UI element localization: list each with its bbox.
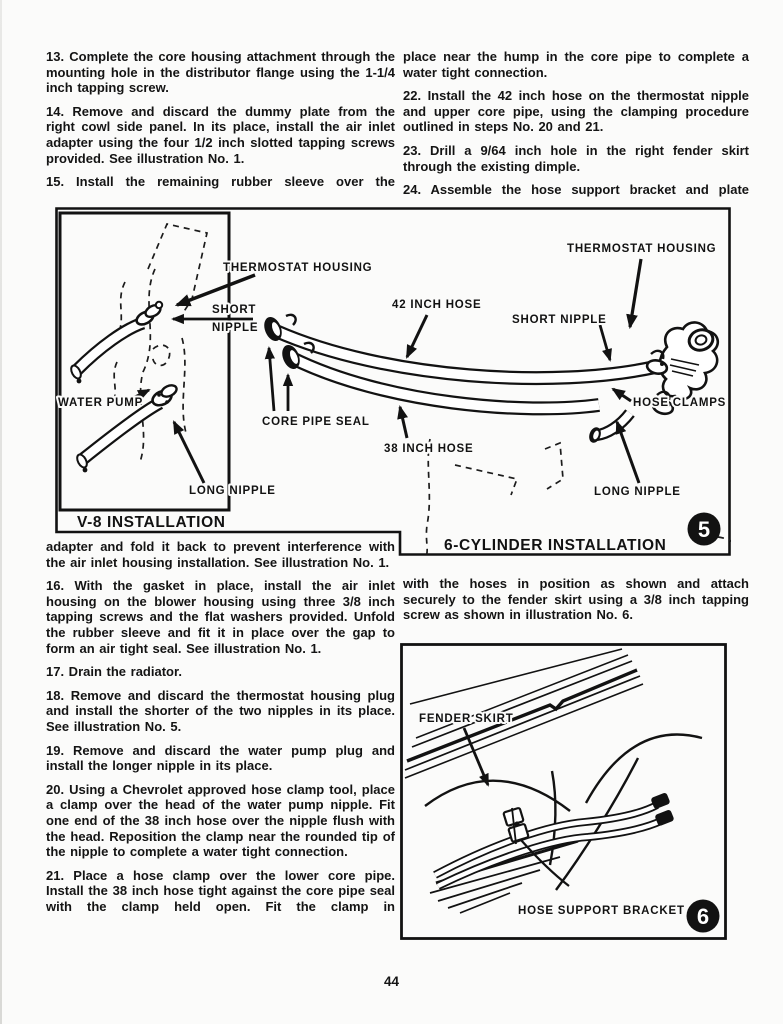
- hose-42-inch: [273, 324, 657, 386]
- step-17: 17. Drain the radiator.: [46, 664, 182, 680]
- v8-label-arrows: [126, 273, 256, 484]
- label-42-inch-hose: 42 INCH HOSE: [392, 299, 481, 311]
- v8-upper-hose: [70, 300, 164, 384]
- label-v8-short: SHORT: [212, 304, 256, 316]
- step-14: 14. Remove and discard the dummy plate f…: [46, 103, 395, 166]
- step-22: 22. Install the 42 inch hose on the ther…: [403, 88, 749, 135]
- label-cyl-thermostat-housing: THERMOSTAT HOUSING: [567, 243, 716, 255]
- step-24: 24. Assemble the hose support bracket an…: [403, 182, 749, 198]
- label-v8-water-pump: WATER PUMP: [58, 397, 143, 409]
- step-21-continued: place near the hump in the core pipe to …: [403, 49, 749, 80]
- page-number: 44: [383, 974, 400, 989]
- upper-hose-clamp: [645, 349, 669, 375]
- core-pipe-seals: [264, 313, 315, 369]
- wheel-arch: [424, 733, 703, 891]
- label-38-inch-hose: 38 INCH HOSE: [384, 443, 473, 455]
- left-column-top: 13. Complete the core housing attachment…: [46, 49, 395, 198]
- scan-edge-shadow: [0, 0, 2, 1024]
- cyl-label-arrows: [264, 258, 643, 484]
- label-cyl-long-nipple: LONG NIPPLE: [594, 486, 681, 498]
- step-21: 21. Place a hose clamp over the lower co…: [46, 867, 395, 914]
- figure-6-border: [400, 643, 727, 940]
- right-column-top: place near the hump in the core pipe to …: [403, 49, 749, 206]
- hose-38-inch: [288, 351, 600, 416]
- caption-6-cylinder-installation: 6-CYLINDER INSTALLATION: [444, 537, 666, 554]
- figure-5-drawing: THERMOSTAT HOUSING SHORT NIPPLE WATER PU…: [55, 207, 758, 751]
- step-16: 16. With the gasket in place, install th…: [46, 578, 395, 656]
- label-fender-skirt: FENDER SKIRT: [419, 713, 514, 725]
- step-18: 18. Remove and discard the thermostat ho…: [46, 687, 395, 734]
- right-column-bottom: with the hoses in position as shown and …: [403, 576, 749, 631]
- label-v8-long-nipple: LONG NIPPLE: [189, 485, 276, 497]
- label-core-pipe-seal: CORE PIPE SEAL: [262, 416, 370, 428]
- lower-hose-clamp: [589, 390, 675, 443]
- caption-v8-installation: V-8 INSTALLATION: [77, 514, 226, 531]
- label-hose-clamps: HOSE CLAMPS: [633, 397, 726, 409]
- figure-5-hose-installation: THERMOSTAT HOUSING SHORT NIPPLE WATER PU…: [55, 207, 758, 751]
- left-column-bottom: adapter and fold it back to prevent inte…: [46, 539, 395, 922]
- fender-lines: [404, 648, 644, 779]
- figure-5-border: [55, 207, 731, 556]
- step-13: 13. Complete the core housing attachment…: [46, 49, 395, 96]
- step-24-continued: with the hoses in position as shown and …: [403, 576, 749, 623]
- fender-skirt-arrow: [462, 727, 490, 787]
- v8-dashed-engine-outline: [112, 223, 209, 463]
- support-bracket-clamp: [502, 807, 570, 887]
- figure-6-number: 6: [697, 904, 709, 929]
- figure-5-number: 5: [698, 517, 710, 542]
- support-hoses: [433, 792, 674, 890]
- step-23: 23. Drill a 9/64 inch hole in the right …: [403, 142, 749, 174]
- figure-6-drawing: FENDER SKIRT HOSE SUPPORT BRACKET 6: [400, 643, 727, 940]
- step-20: 20. Using a Chevrolet approved hose clam…: [46, 781, 395, 860]
- label-v8-thermostat-housing: THERMOSTAT HOUSING: [223, 262, 372, 274]
- step-19: 19. Remove and discard the water pump pl…: [46, 742, 395, 774]
- label-cyl-short-nipple: SHORT NIPPLE: [512, 314, 607, 326]
- cyl-thermostat-housing-shape: [658, 321, 720, 401]
- v8-lower-hose: [76, 384, 178, 473]
- label-v8-nipple: NIPPLE: [212, 322, 258, 334]
- label-hose-support-bracket: HOSE SUPPORT BRACKET: [518, 905, 685, 917]
- figure-6-badge: 6: [686, 899, 720, 933]
- figure-6-hose-support: FENDER SKIRT HOSE SUPPORT BRACKET 6: [400, 643, 727, 940]
- step-15-continued: adapter and fold it back to prevent inte…: [46, 539, 395, 570]
- figure-5-badge: 5: [687, 512, 721, 546]
- step-15: 15. Install the remaining rubber sleeve …: [46, 174, 395, 190]
- v8-inset-border: [58, 211, 231, 512]
